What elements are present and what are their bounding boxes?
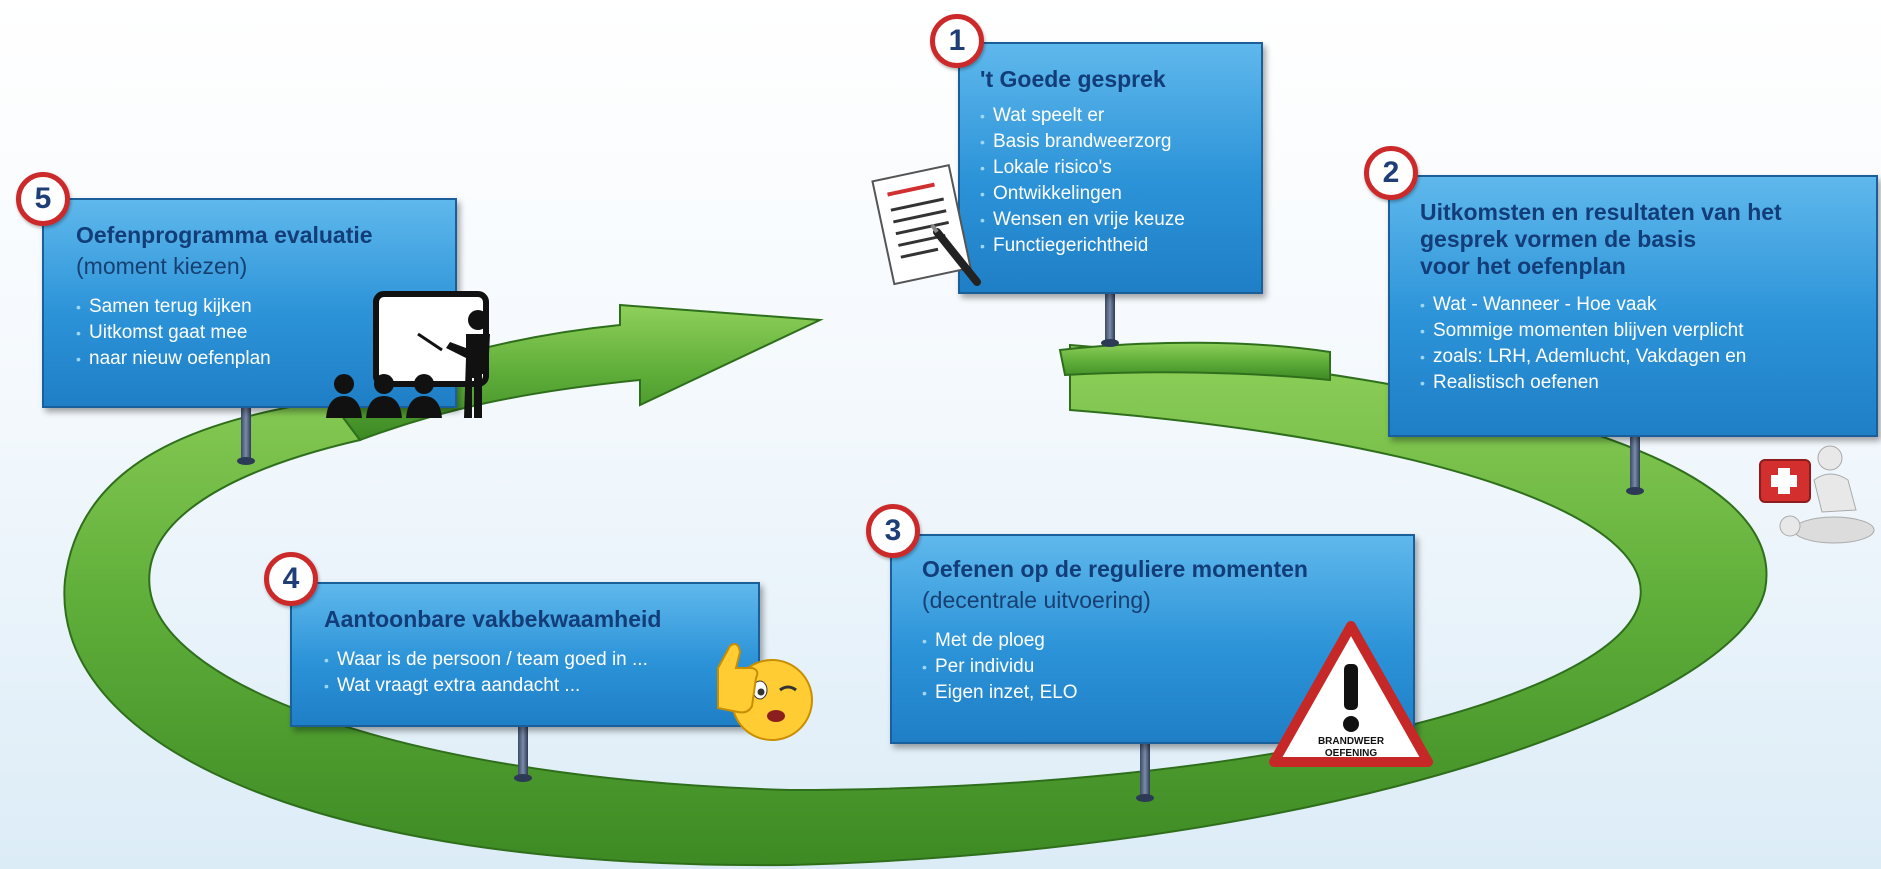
list-item: naar nieuw oefenplan [76, 346, 439, 372]
step-badge-4: 4 [264, 552, 318, 606]
step-title-line: voor het oefenplan [1420, 253, 1626, 279]
list-item: Wat speelt er [980, 103, 1245, 129]
step-title: Aantoonbare vakbekwaamheid [324, 606, 662, 632]
step-list: Samen terug kijken Uitkomst gaat mee naa… [76, 294, 439, 372]
list-item: Samen terug kijken [76, 294, 439, 320]
list-item: Per individu [922, 654, 1397, 680]
list-item: Uitkomst gaat mee [76, 320, 439, 346]
list-item: zoals: LRH, Ademlucht, Vakdagen en [1420, 344, 1860, 370]
post-2 [1626, 430, 1644, 495]
step-subtitle: (moment kiezen) [76, 253, 248, 279]
post-5 [237, 405, 255, 465]
step-title: Oefenprogramma evaluatie [76, 222, 373, 248]
list-item: Met de ploeg [922, 628, 1397, 654]
ring-tail [1058, 341, 1331, 382]
step-badge-2: 2 [1364, 146, 1418, 200]
step-list: Waar is de persoon / team goed in ... Wa… [324, 647, 742, 699]
step-subtitle: (decentrale uitvoering) [922, 587, 1151, 613]
list-item: Wensen en vrije keuze [980, 207, 1245, 233]
list-item: Sommige momenten blijven verplicht [1420, 318, 1860, 344]
presentation-icon [326, 291, 490, 418]
warning-sign-icon: BRANDWEER OEFENING [1269, 621, 1433, 767]
list-item: Waar is de persoon / team goed in ... [324, 647, 742, 673]
list-item: Ontwikkelingen [980, 181, 1245, 207]
step-badge-1: 1 [930, 14, 984, 68]
step-card-2: Uitkomsten en resultaten van het gesprek… [1388, 175, 1878, 437]
list-item: Realistisch oefenen [1420, 370, 1860, 396]
warning-sign-line1: BRANDWEER [1318, 736, 1385, 747]
thumbs-up-smiley-icon [717, 643, 813, 741]
step-title-line: Uitkomsten en resultaten van het [1420, 199, 1782, 225]
list-item: Functiegerichtheid [980, 233, 1245, 259]
step-list: Met de ploeg Per individu Eigen inzet, E… [922, 628, 1397, 706]
step-list: Wat - Wanneer - Hoe vaak Sommige momente… [1420, 292, 1860, 396]
step-title-line: gesprek vormen de basis [1420, 226, 1697, 252]
post-3 [1136, 742, 1154, 802]
list-item: Lokale risico's [980, 155, 1245, 181]
step-list: Wat speelt er Basis brandweerzorg Lokale… [980, 103, 1245, 259]
list-item: Wat - Wanneer - Hoe vaak [1420, 292, 1860, 318]
step-title: 't Goede gesprek [980, 66, 1166, 92]
step-title: Oefenen op de reguliere momenten [922, 556, 1308, 582]
step-card-1: 't Goede gesprek Wat speelt er Basis bra… [958, 42, 1263, 294]
step-badge-3: 3 [866, 504, 920, 558]
step-card-4: Aantoonbare vakbekwaamheid Waar is de pe… [290, 582, 760, 727]
ring-lower-band [63, 343, 1768, 867]
post-4 [514, 722, 532, 782]
list-item: Wat vraagt extra aandacht ... [324, 673, 742, 699]
document-pen-icon [871, 164, 981, 286]
warning-sign-line2: OEFENING [1325, 748, 1377, 759]
post-1 [1101, 292, 1119, 347]
step-badge-5: 5 [16, 172, 70, 226]
first-aid-icon [1759, 445, 1875, 544]
list-item: Eigen inzet, ELO [922, 680, 1397, 706]
list-item: Basis brandweerzorg [980, 129, 1245, 155]
